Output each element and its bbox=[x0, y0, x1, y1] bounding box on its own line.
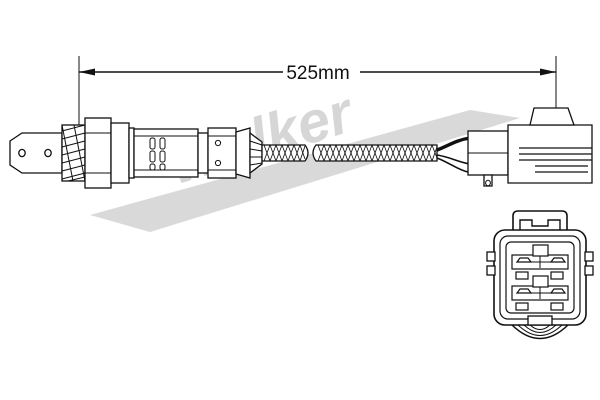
terminal-1-pad-left-icon bbox=[515, 271, 529, 280]
ferrule-cone bbox=[235, 127, 251, 179]
wire-leads bbox=[436, 136, 471, 173]
secondary-collar bbox=[207, 127, 237, 179]
sensor-vent-slots bbox=[149, 137, 166, 171]
collar-step bbox=[128, 127, 135, 179]
sensor-body-tube bbox=[133, 128, 199, 178]
terminal-1-right-icon bbox=[549, 257, 567, 263]
connector-face-view bbox=[486, 210, 594, 340]
bracket-hole-2-icon bbox=[44, 148, 52, 158]
boot-rib-1 bbox=[517, 324, 563, 336]
boot-rib-2 bbox=[523, 324, 557, 333]
mid-tube bbox=[197, 132, 209, 174]
hex-nut-body bbox=[84, 117, 112, 189]
braid-2-hatch bbox=[317, 144, 438, 162]
sensor-body bbox=[133, 128, 199, 178]
dimension-group bbox=[78, 56, 557, 128]
boot-tab-hole-icon bbox=[485, 179, 491, 187]
braided-shield-segment-1 bbox=[261, 144, 309, 162]
wire-lead-2 bbox=[436, 154, 471, 165]
sensor-assembly bbox=[9, 107, 593, 189]
terminal-1-pad-right-icon bbox=[550, 271, 564, 280]
boot-rib-3 bbox=[529, 324, 551, 330]
terminal-1-left-icon bbox=[515, 257, 533, 263]
bracket-hole-1-icon bbox=[18, 148, 26, 158]
threaded-boss bbox=[61, 124, 86, 182]
watermark-swoosh bbox=[90, 110, 520, 232]
dimension-arrow-right-icon bbox=[540, 68, 556, 76]
ferrule-ribs bbox=[249, 140, 263, 166]
connector-boot bbox=[467, 130, 509, 187]
face-bottom-key bbox=[527, 315, 553, 326]
dimension-arrow-left-icon bbox=[79, 68, 95, 76]
housing-ribs bbox=[519, 147, 592, 173]
bracket-plate bbox=[9, 132, 63, 174]
terminal-row-2 bbox=[511, 275, 569, 311]
face-side-keys bbox=[486, 251, 594, 276]
terminal-row-1 bbox=[511, 244, 569, 280]
boot-outline bbox=[511, 324, 569, 340]
housing-latch bbox=[529, 107, 575, 126]
wire-lead-3 bbox=[436, 157, 469, 173]
terminal-2-pad-left-icon bbox=[515, 302, 529, 311]
mounting-bracket bbox=[9, 132, 63, 174]
thread-hatch bbox=[61, 124, 86, 182]
collar-hole-1-icon bbox=[214, 139, 222, 147]
collar-body bbox=[110, 122, 130, 184]
dimension-label: 525mm bbox=[286, 63, 349, 84]
hex-nut bbox=[84, 117, 112, 189]
face-cable-boot bbox=[511, 324, 569, 340]
braid-1-hatch bbox=[263, 144, 306, 162]
connector-housing bbox=[507, 107, 593, 184]
braided-shield-segment-2 bbox=[312, 144, 438, 162]
terminal-2-top-icon bbox=[532, 275, 549, 288]
collar-hole-2-icon bbox=[214, 159, 222, 167]
terminal-2-right-icon bbox=[549, 288, 567, 294]
ferrule bbox=[235, 127, 263, 179]
terminal-2-left-icon bbox=[515, 288, 533, 294]
wire-lead-1 bbox=[436, 136, 471, 152]
sensor-collar bbox=[110, 122, 135, 184]
terminal-2-pad-right-icon bbox=[550, 302, 564, 311]
terminal-1-top-icon bbox=[532, 244, 549, 257]
